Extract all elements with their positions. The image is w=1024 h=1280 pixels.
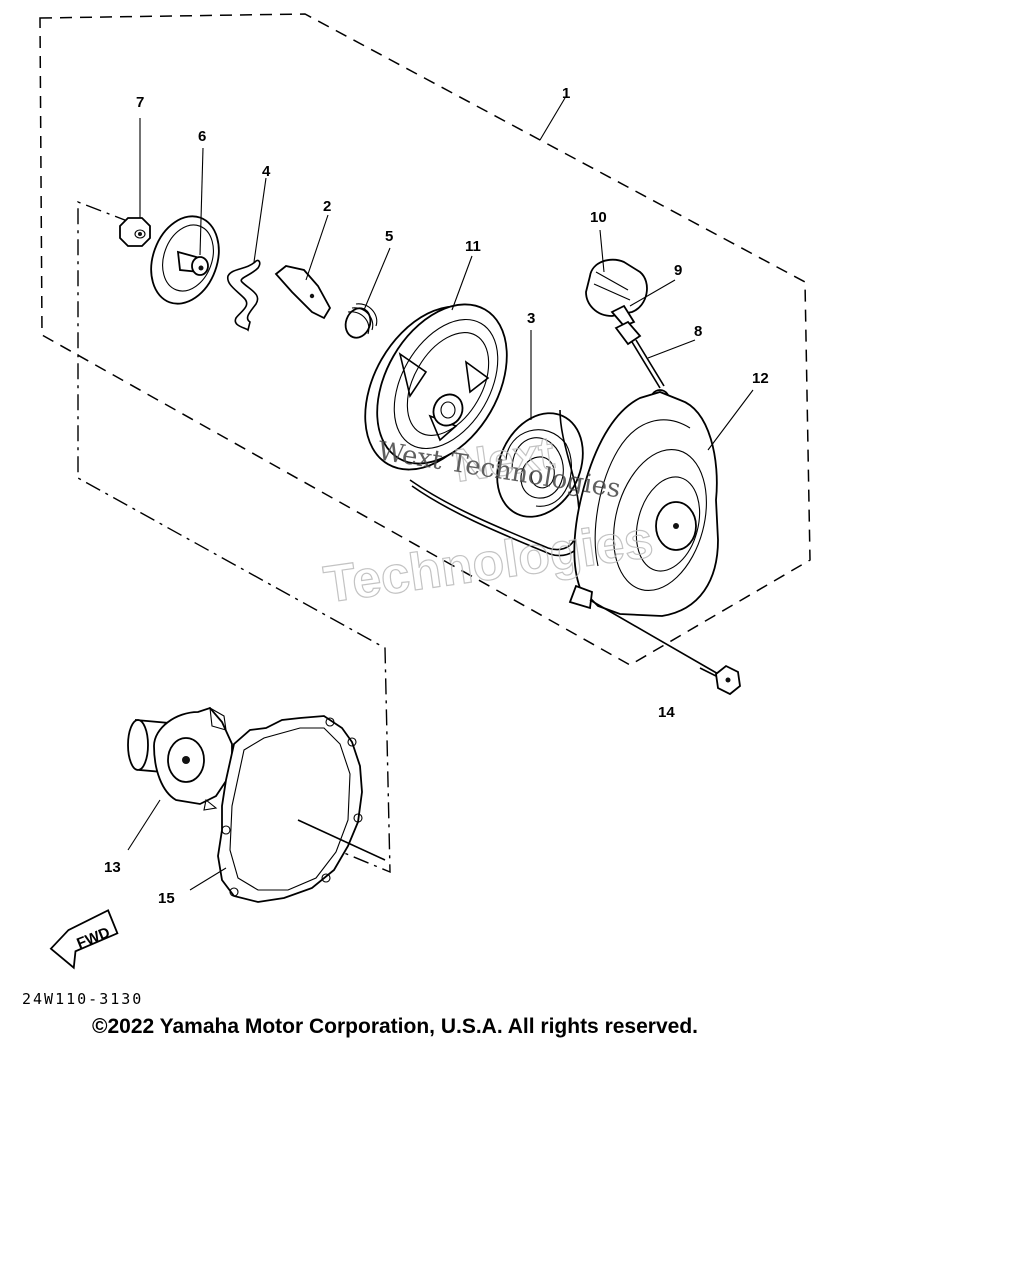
part-4-spring-clip[interactable] (226, 259, 261, 332)
callout-12: 12 (752, 370, 769, 387)
callout-1: 1 (562, 85, 570, 102)
part-7-nut[interactable] (119, 217, 151, 247)
callout-7: 7 (136, 94, 144, 111)
alignment-boundary-dashdot (77, 200, 391, 874)
part-12-starter-case[interactable] (568, 391, 721, 676)
callout-11: 11 (465, 238, 481, 255)
callout-10: 10 (590, 209, 607, 226)
fwd-arrow-icon: FWD (49, 909, 119, 970)
callout-14: 14 (658, 704, 675, 721)
callout-13: 13 (104, 859, 121, 876)
part-15-gasket[interactable] (217, 715, 386, 903)
part-13-drive-pulley[interactable] (127, 706, 241, 811)
part-3-spiral-spring[interactable] (481, 399, 599, 531)
part-14-bolt[interactable] (699, 664, 741, 696)
callout-3: 3 (527, 310, 535, 327)
assembly-boundary-dashed (39, 13, 811, 666)
part-rope (409, 409, 583, 557)
part-11-pulley[interactable] (338, 282, 534, 494)
leader-lines (127, 97, 754, 891)
callout-6: 6 (198, 128, 206, 145)
callout-9: 9 (674, 262, 682, 279)
part-6-drive-plate[interactable] (140, 207, 231, 313)
part-2-pawl[interactable] (274, 265, 332, 320)
copyright-notice: ©2022 Yamaha Motor Corporation, U.S.A. A… (92, 1015, 698, 1038)
callout-15: 15 (158, 890, 175, 907)
callout-2: 2 (323, 198, 331, 215)
part-9-handle-insert[interactable] (614, 320, 642, 346)
callout-4: 4 (262, 163, 271, 180)
callout-labels: 1 7 6 4 2 5 11 3 10 9 8 12 14 13 15 (104, 85, 769, 907)
callout-5: 5 (385, 228, 393, 245)
drawing-code: 24W110-3130 (22, 990, 143, 1008)
part-5-spring[interactable] (342, 303, 378, 341)
part-10-starter-handle[interactable] (585, 258, 648, 328)
callout-8: 8 (694, 323, 702, 340)
